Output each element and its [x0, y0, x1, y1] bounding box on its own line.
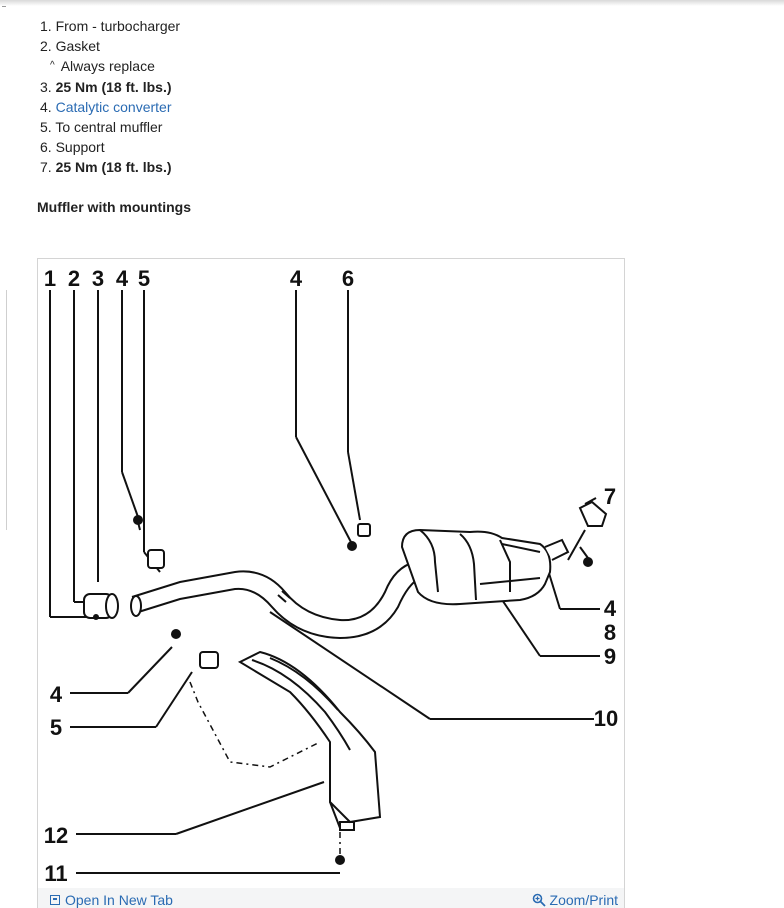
list-item-note: ^Always replace	[50, 58, 155, 75]
magnifier-icon	[532, 893, 546, 907]
callout-1: 1	[44, 266, 56, 291]
callout-7: 7	[604, 484, 616, 509]
open-in-new-tab-icon	[50, 895, 60, 905]
list-item: 4. Catalytic converter	[40, 98, 172, 115]
list-item: 2. Gasket	[40, 38, 100, 55]
callout-5: 5	[50, 715, 62, 740]
callout-4: 4	[604, 596, 617, 621]
callout-3: 3	[92, 266, 104, 291]
callout-5: 5	[138, 266, 150, 291]
list-item: 1. From - turbocharger	[40, 18, 181, 34]
leader-line	[269, 611, 431, 720]
pipe-flange	[83, 593, 142, 619]
callout-4: 4	[290, 266, 303, 291]
muffler	[400, 528, 570, 606]
zoom-print-label: Zoom/Print	[549, 892, 618, 908]
leader-line	[175, 781, 325, 835]
leader-line	[584, 497, 597, 505]
leader-line	[121, 471, 139, 518]
leader-line	[347, 451, 361, 521]
leader-line	[295, 436, 353, 545]
callout-6: 6	[342, 266, 354, 291]
left-scroll-rule	[6, 290, 7, 530]
open-in-new-tab-link[interactable]: Open In New Tab	[50, 892, 173, 908]
leader-line	[567, 529, 586, 561]
list-item: 6. Support	[40, 139, 105, 156]
heat-shield	[237, 650, 382, 831]
open-in-new-tab-label: Open In New Tab	[65, 892, 173, 908]
hanger-bracket	[133, 515, 219, 669]
zoom-print-button[interactable]: Zoom/Print	[532, 892, 618, 908]
callout-11: 11	[44, 861, 67, 886]
nut	[93, 614, 99, 620]
figure-toolbar: Open In New Tab Zoom/Print	[38, 888, 624, 908]
callout-2: 2	[68, 266, 80, 291]
callout-8: 8	[604, 620, 616, 645]
callout-9: 9	[604, 644, 616, 669]
dash-line	[189, 681, 341, 862]
leader-line	[127, 646, 173, 694]
nut	[335, 855, 345, 865]
step-list: 1. From - turbocharger 2. Gasket ^Always…	[40, 16, 180, 178]
top-shadow	[0, 0, 784, 6]
caret-icon: ^	[50, 60, 55, 72]
callout-4: 4	[116, 266, 129, 291]
left-edge-mark	[2, 6, 6, 7]
leader-line	[155, 671, 193, 728]
section-title: Muffler with mountings	[37, 199, 191, 215]
callout-4: 4	[50, 682, 63, 707]
list-item: 3. 25 Nm (18 ft. lbs.)	[40, 78, 172, 95]
list-item: 7. 25 Nm (18 ft. lbs.)	[40, 159, 172, 176]
callout-10: 10	[594, 706, 618, 731]
catalytic-converter-link[interactable]: Catalytic converter	[55, 98, 172, 115]
exhaust-pipe	[131, 561, 421, 640]
muffler-hanger	[347, 500, 608, 567]
list-item: 5. To central muffler	[40, 118, 163, 135]
muffler-diagram[interactable]: 1 2 3 4 5 4 6 7 4 8 9 10 4 5 12 11	[40, 262, 622, 886]
callout-12: 12	[44, 823, 68, 848]
